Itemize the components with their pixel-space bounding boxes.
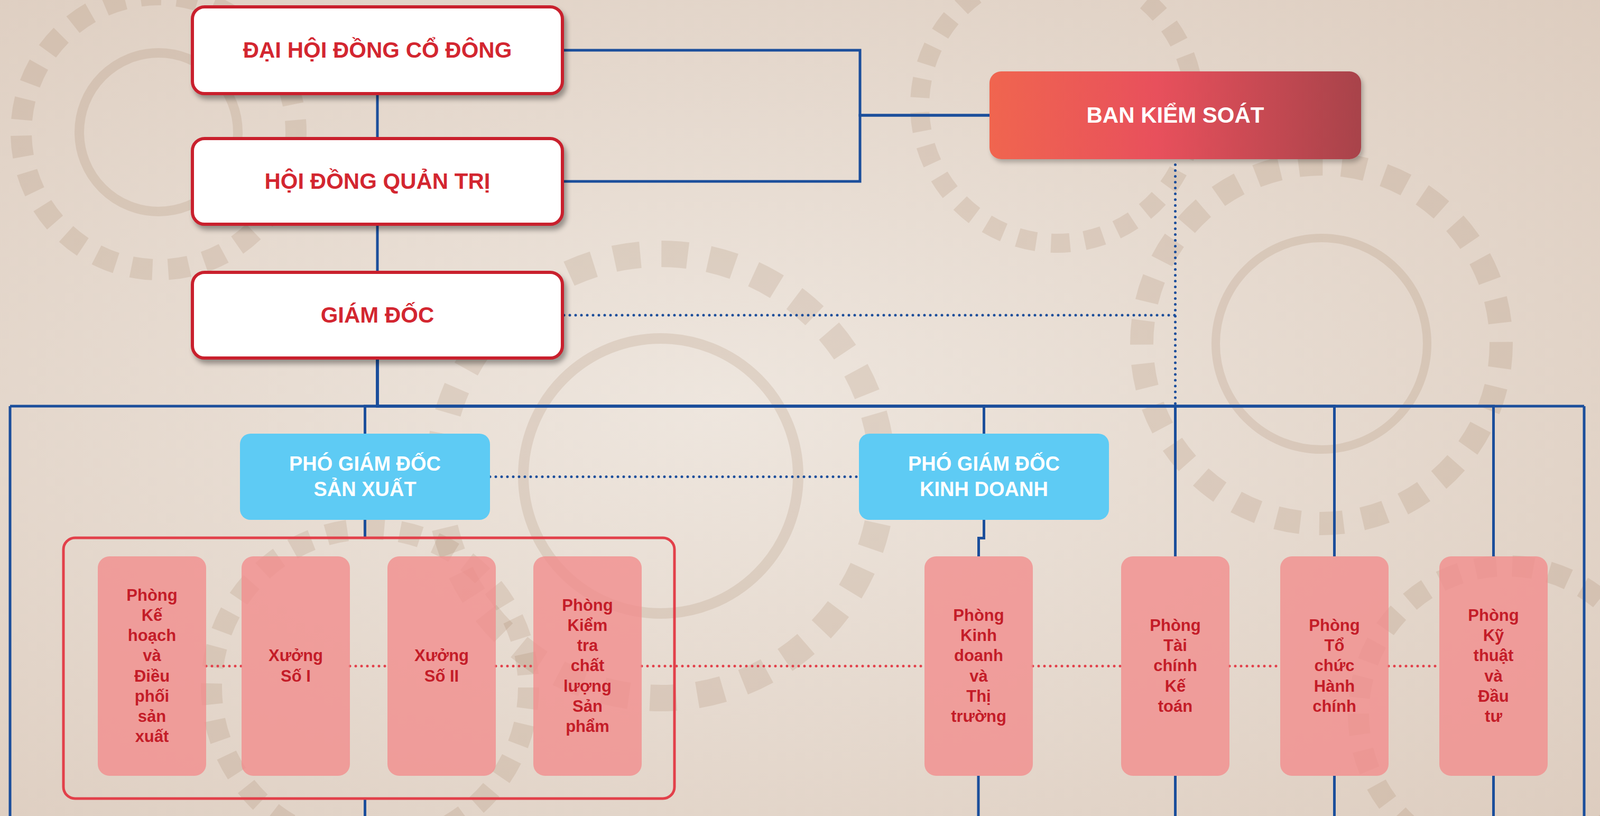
connector [495,664,534,668]
box-label: Phòng Tổ chức Hành chính [1300,615,1369,717]
department-box: Phòng Tài chính Kế toán [1121,556,1230,776]
connector [376,225,379,271]
connector [563,159,1176,316]
box-label: HỘI ĐỒNG QUẢN TRỊ [264,168,491,194]
connector [563,115,990,182]
deputy-box: PHÓ GIÁM ĐỐC KINH DOANH [858,433,1109,520]
connector [206,664,242,668]
governance-box: GIÁM ĐỐC [190,270,564,360]
connector [365,359,378,434]
connector [377,359,1176,557]
bus-lines [10,316,1585,816]
connector [376,95,379,137]
group-outline [63,537,675,799]
box-label: PHÓ GIÁM ĐỐC KINH DOANH [890,451,1078,502]
connector [377,359,1335,557]
control-box: BAN KIỂM SOÁT [989,71,1362,160]
governance-box: HỘI ĐỒNG QUẢN TRỊ [190,136,564,226]
deputy-box: PHÓ GIÁM ĐỐC SẢN XUẤT [239,433,490,520]
department-box: Phòng Kế hoạch và Điều phối sản xuất [97,556,207,776]
box-label: ĐẠI HỘI ĐỒNG CỔ ĐÔNG [243,37,513,63]
connector [1032,664,1122,668]
box-label: Xưởng Số II [407,645,476,686]
governance-box: ĐẠI HỘI ĐỒNG CỔ ĐÔNG [190,5,564,96]
box-label: Phòng Kế hoạch và Điều phối sản xuất [117,585,187,747]
box-label: Phòng Kỹ thuật và Đầu tư [1459,605,1528,727]
department-box: Phòng Kỹ thuật và Đầu tư [1439,556,1548,776]
box-label: Phòng Kiểm tra chất lượng Sản phẩm [553,595,622,737]
connector [641,664,925,668]
connector [489,475,859,478]
box-label: GIÁM ĐỐC [320,302,435,328]
box-label: Xưởng Số I [261,645,330,686]
connector [1388,664,1440,668]
connector [563,50,990,116]
department-box: Phòng Tổ chức Hành chính [1280,556,1389,776]
connector [978,519,985,557]
connector [1229,664,1281,668]
connector [377,359,985,434]
box-label: Phòng Tài chính Kế toán [1141,615,1210,717]
department-box: Xưởng Số II [387,556,496,776]
department-box: Phòng Kiểm tra chất lượng Sản phẩm [533,556,642,776]
box-label: BAN KIỂM SOÁT [1086,102,1265,128]
box-label: Phòng Kinh doanh và Thị trường [944,605,1013,727]
connector [377,359,1494,557]
department-box: Phòng Kinh doanh và Thị trường [924,556,1033,776]
department-box: Xưởng Số I [241,556,350,776]
connector [349,664,388,668]
box-label: PHÓ GIÁM ĐỐC SẢN XUẤT [271,451,459,502]
